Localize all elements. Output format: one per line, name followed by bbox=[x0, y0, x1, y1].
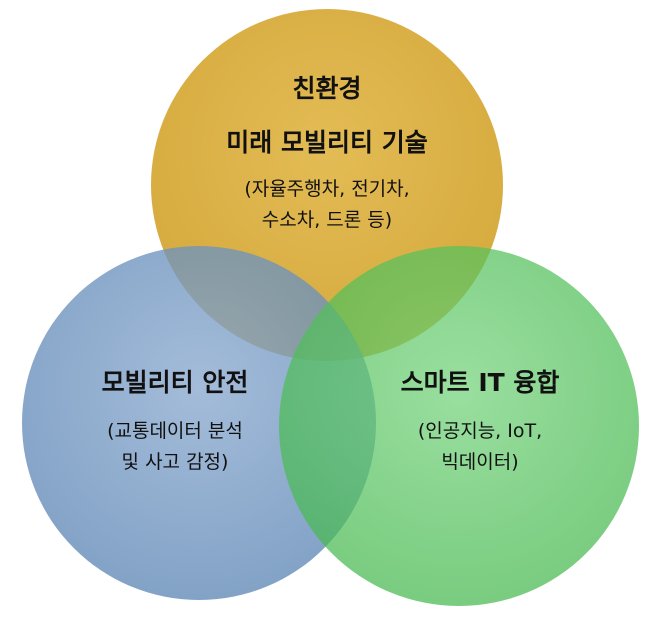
circle-right bbox=[279, 246, 639, 606]
left-detail-line2: 및 사고 감정) bbox=[121, 451, 229, 473]
top-circle-label: 친환경 미래 모빌리티 기술 (자율주행차, 전기차, 수소차, 드론 등) bbox=[177, 72, 477, 236]
left-title: 모빌리티 안전 bbox=[101, 368, 249, 397]
right-detail-line2: 빅데이터) bbox=[441, 451, 519, 473]
left-circle-label: 모빌리티 안전 (교통데이터 분석 및 사고 감정) bbox=[40, 366, 310, 478]
circle-left bbox=[22, 246, 376, 600]
left-detail-line1: (교통데이터 분석 bbox=[107, 420, 243, 442]
top-detail-line2: 수소차, 드론 등) bbox=[261, 209, 393, 231]
top-detail-line1: (자율주행차, 전기차, bbox=[244, 178, 410, 200]
right-title: 스마트 IT 융합 bbox=[400, 368, 560, 397]
right-detail-line1: (인공지능, IoT, bbox=[417, 420, 543, 442]
right-circle-label: 스마트 IT 융합 (인공지능, IoT, 빅데이터) bbox=[350, 366, 610, 478]
top-title-line1: 친환경 bbox=[292, 74, 362, 103]
top-title-line2: 미래 모빌리티 기술 bbox=[226, 128, 428, 157]
